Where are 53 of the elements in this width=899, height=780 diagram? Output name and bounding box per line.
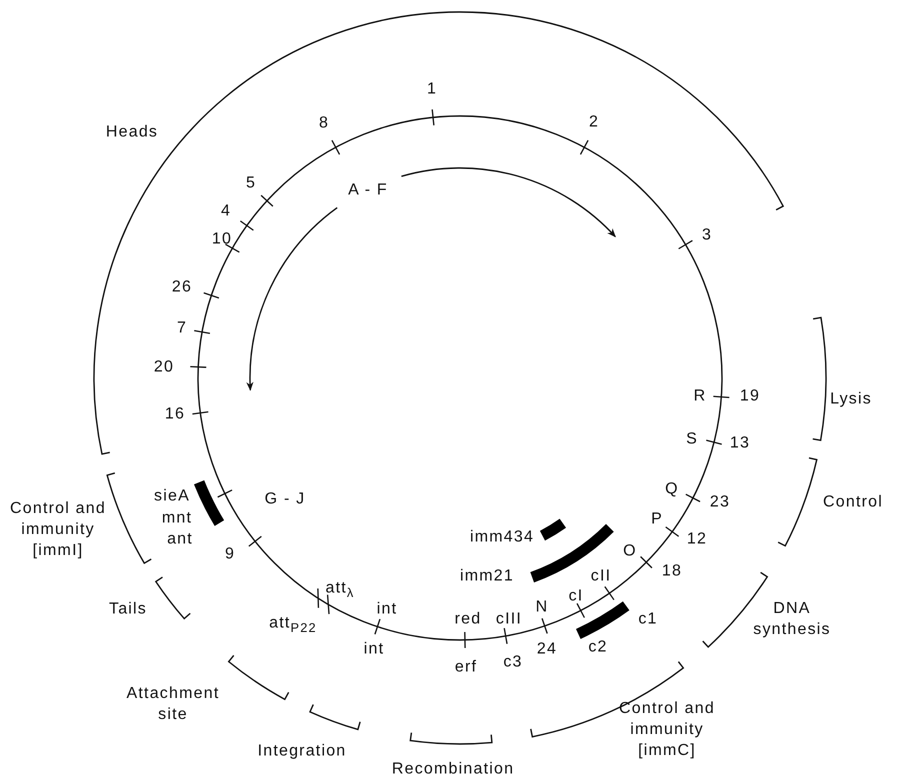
gene-label: sieA bbox=[154, 486, 190, 507]
gene-label: R bbox=[694, 386, 706, 407]
map-position-number: 16 bbox=[164, 404, 186, 425]
gene-label: ant bbox=[167, 530, 193, 550]
attachment-site-label: att$_{P22}$ bbox=[269, 614, 317, 636]
map-position-number: 2 bbox=[588, 112, 600, 133]
region-label: Attachment site bbox=[126, 684, 220, 725]
gene-label: Q bbox=[665, 480, 679, 500]
gene-label: c3 bbox=[503, 652, 523, 673]
gene-label: cI bbox=[568, 586, 584, 607]
map-position-number: 3 bbox=[702, 226, 712, 246]
region-label: DNA synthesis bbox=[752, 599, 832, 640]
map-position-number: 23 bbox=[710, 492, 730, 513]
region-label: Heads bbox=[106, 122, 158, 143]
attachment-site-label: att$_{λ}$ bbox=[326, 578, 354, 602]
map-position-number: 8 bbox=[318, 114, 330, 134]
gene-label: N bbox=[536, 598, 548, 618]
region-label: Control bbox=[823, 492, 883, 513]
map-position-number: 13 bbox=[730, 434, 750, 454]
map-position-number: 19 bbox=[740, 386, 760, 407]
gene-label: P bbox=[651, 510, 663, 530]
region-label: Control and immunity [immC] bbox=[618, 698, 716, 760]
gene-range-label: G - J bbox=[264, 490, 306, 510]
gene-label: cII bbox=[590, 566, 612, 587]
map-position-number: 20 bbox=[154, 358, 174, 378]
region-label: Integration bbox=[258, 742, 346, 762]
gene-range-label: A - F bbox=[348, 180, 388, 201]
map-position-number: 18 bbox=[662, 562, 682, 582]
gene-label: c1 bbox=[638, 610, 658, 630]
immunity-region-label: imm21 bbox=[460, 566, 514, 587]
region-label: Lysis bbox=[830, 390, 872, 410]
gene-label: erf bbox=[454, 658, 478, 678]
immunity-region-label: imm434 bbox=[470, 528, 534, 548]
gene-label: int bbox=[376, 600, 398, 620]
map-position-number: 7 bbox=[176, 318, 188, 339]
gene-label: red bbox=[454, 610, 482, 630]
map-position-number: 1 bbox=[426, 80, 438, 100]
map-position-number: 24 bbox=[536, 640, 558, 660]
gene-label: mnt bbox=[162, 508, 192, 529]
gene-label: cIII bbox=[496, 610, 522, 630]
region-label: Control and immunity [immI] bbox=[10, 498, 106, 560]
map-position-number: 12 bbox=[686, 530, 708, 550]
map-position-number: 26 bbox=[172, 278, 192, 298]
map-position-number: 10 bbox=[212, 230, 232, 250]
gene-label: S bbox=[686, 430, 698, 450]
gene-label: c2 bbox=[588, 638, 608, 658]
map-position-number: 4 bbox=[220, 202, 232, 222]
map-position-number: 9 bbox=[224, 544, 236, 565]
map-position-number: 5 bbox=[246, 174, 256, 194]
gene-label: O bbox=[623, 542, 637, 562]
region-label: Recombination bbox=[392, 760, 514, 780]
region-label: Tails bbox=[109, 600, 147, 620]
gene-label: int bbox=[364, 640, 384, 660]
